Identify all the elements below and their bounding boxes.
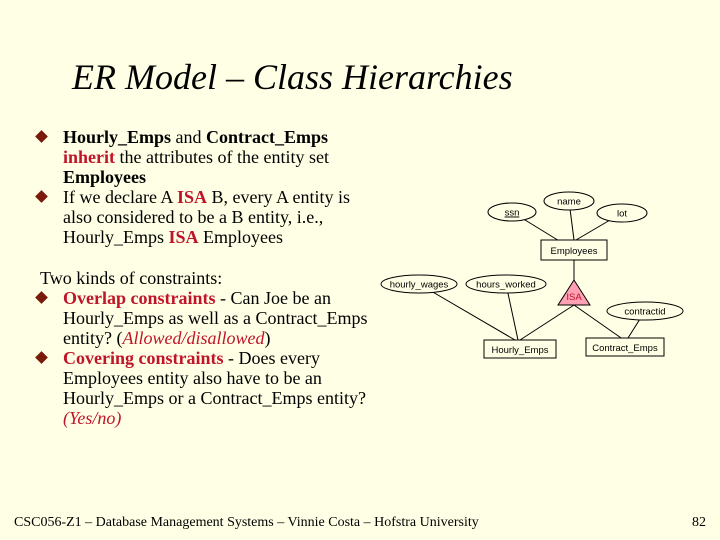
entity-hourly-emps-label: Hourly_Emps xyxy=(491,345,548,356)
bullet-inherit: Hourly_Emps and Contract_Emps inherit th… xyxy=(35,127,383,187)
entity-employees-box xyxy=(540,239,608,261)
covering-text: - Does every Employees entity also have … xyxy=(63,348,366,408)
constraints-block: Two kinds of constraints: Overlap constr… xyxy=(35,268,380,428)
inherit-term: inherit xyxy=(63,147,115,167)
edge-isa-hourly xyxy=(519,304,575,341)
covering-options: (Yes/no) xyxy=(63,408,122,428)
entity-contract-emps-box xyxy=(585,337,665,357)
attr-ssn-label: ssn xyxy=(505,208,520,219)
diagram-edges xyxy=(418,200,646,341)
attr-ssn-ellipse xyxy=(487,202,537,222)
hourly-emps-term: Hourly_Emps xyxy=(63,127,172,147)
edge-isa-contract xyxy=(573,304,625,341)
covering-term: Covering constraints xyxy=(63,348,224,368)
isa-term-2: ISA xyxy=(168,227,199,247)
employees-term: Employees xyxy=(63,167,146,187)
isa-term: ISA xyxy=(176,187,207,207)
attr-lot-ellipse xyxy=(596,203,648,223)
text-every: B, every A entity is also considered to … xyxy=(63,187,350,247)
bullet-overlap: Overlap constraints - Can Joe be an Hour… xyxy=(35,288,380,348)
text-and: and xyxy=(171,127,207,147)
bullet-covering: Covering constraints - Does every Employ… xyxy=(35,348,380,428)
intro-bullets: Hourly_Emps and Contract_Emps inherit th… xyxy=(35,127,383,247)
text-attributes: the attributes of the entity set xyxy=(115,147,329,167)
overlap-close: ) xyxy=(264,328,271,348)
text-declare: If we declare A xyxy=(63,187,177,207)
isa-triangle xyxy=(557,279,591,306)
attr-name-label: name xyxy=(557,197,581,208)
attr-hours-worked-ellipse xyxy=(465,274,547,294)
entity-employees-label: Employees xyxy=(551,246,598,257)
overlap-text: - Can Joe be an Hourly_Emps as well as a… xyxy=(63,288,368,348)
text-employees: Employees xyxy=(198,227,283,247)
attr-lot-label: lot xyxy=(617,209,627,220)
attr-hours-worked-label: hours_worked xyxy=(476,280,536,291)
slide-title: ER Model – Class Hierarchies xyxy=(72,57,513,97)
attr-name-ellipse xyxy=(543,191,595,211)
attr-contractid-ellipse xyxy=(606,301,684,321)
overlap-term: Overlap constraints xyxy=(63,288,216,308)
entity-contract-emps-label: Contract_Emps xyxy=(592,343,658,354)
attr-contractid-label: contractid xyxy=(624,307,665,318)
contract-emps-term: Contract_Emps xyxy=(206,127,329,147)
overlap-options: Allowed/disallowed xyxy=(122,328,265,348)
edge-wages-hourly xyxy=(418,283,516,341)
constraints-intro: Two kinds of constraints: xyxy=(40,268,223,288)
attr-hourly-wages-label: hourly_wages xyxy=(390,280,449,291)
footer-text: CSC056-Z1 – Database Management Systems … xyxy=(14,515,479,530)
page-number: 82 xyxy=(692,515,706,530)
attr-hourly-wages-ellipse xyxy=(380,274,458,294)
isa-label: ISA xyxy=(566,292,582,303)
bullet-isa: If we declare A ISA B, every A entity is… xyxy=(35,187,383,247)
entity-hourly-emps-box xyxy=(483,339,557,359)
